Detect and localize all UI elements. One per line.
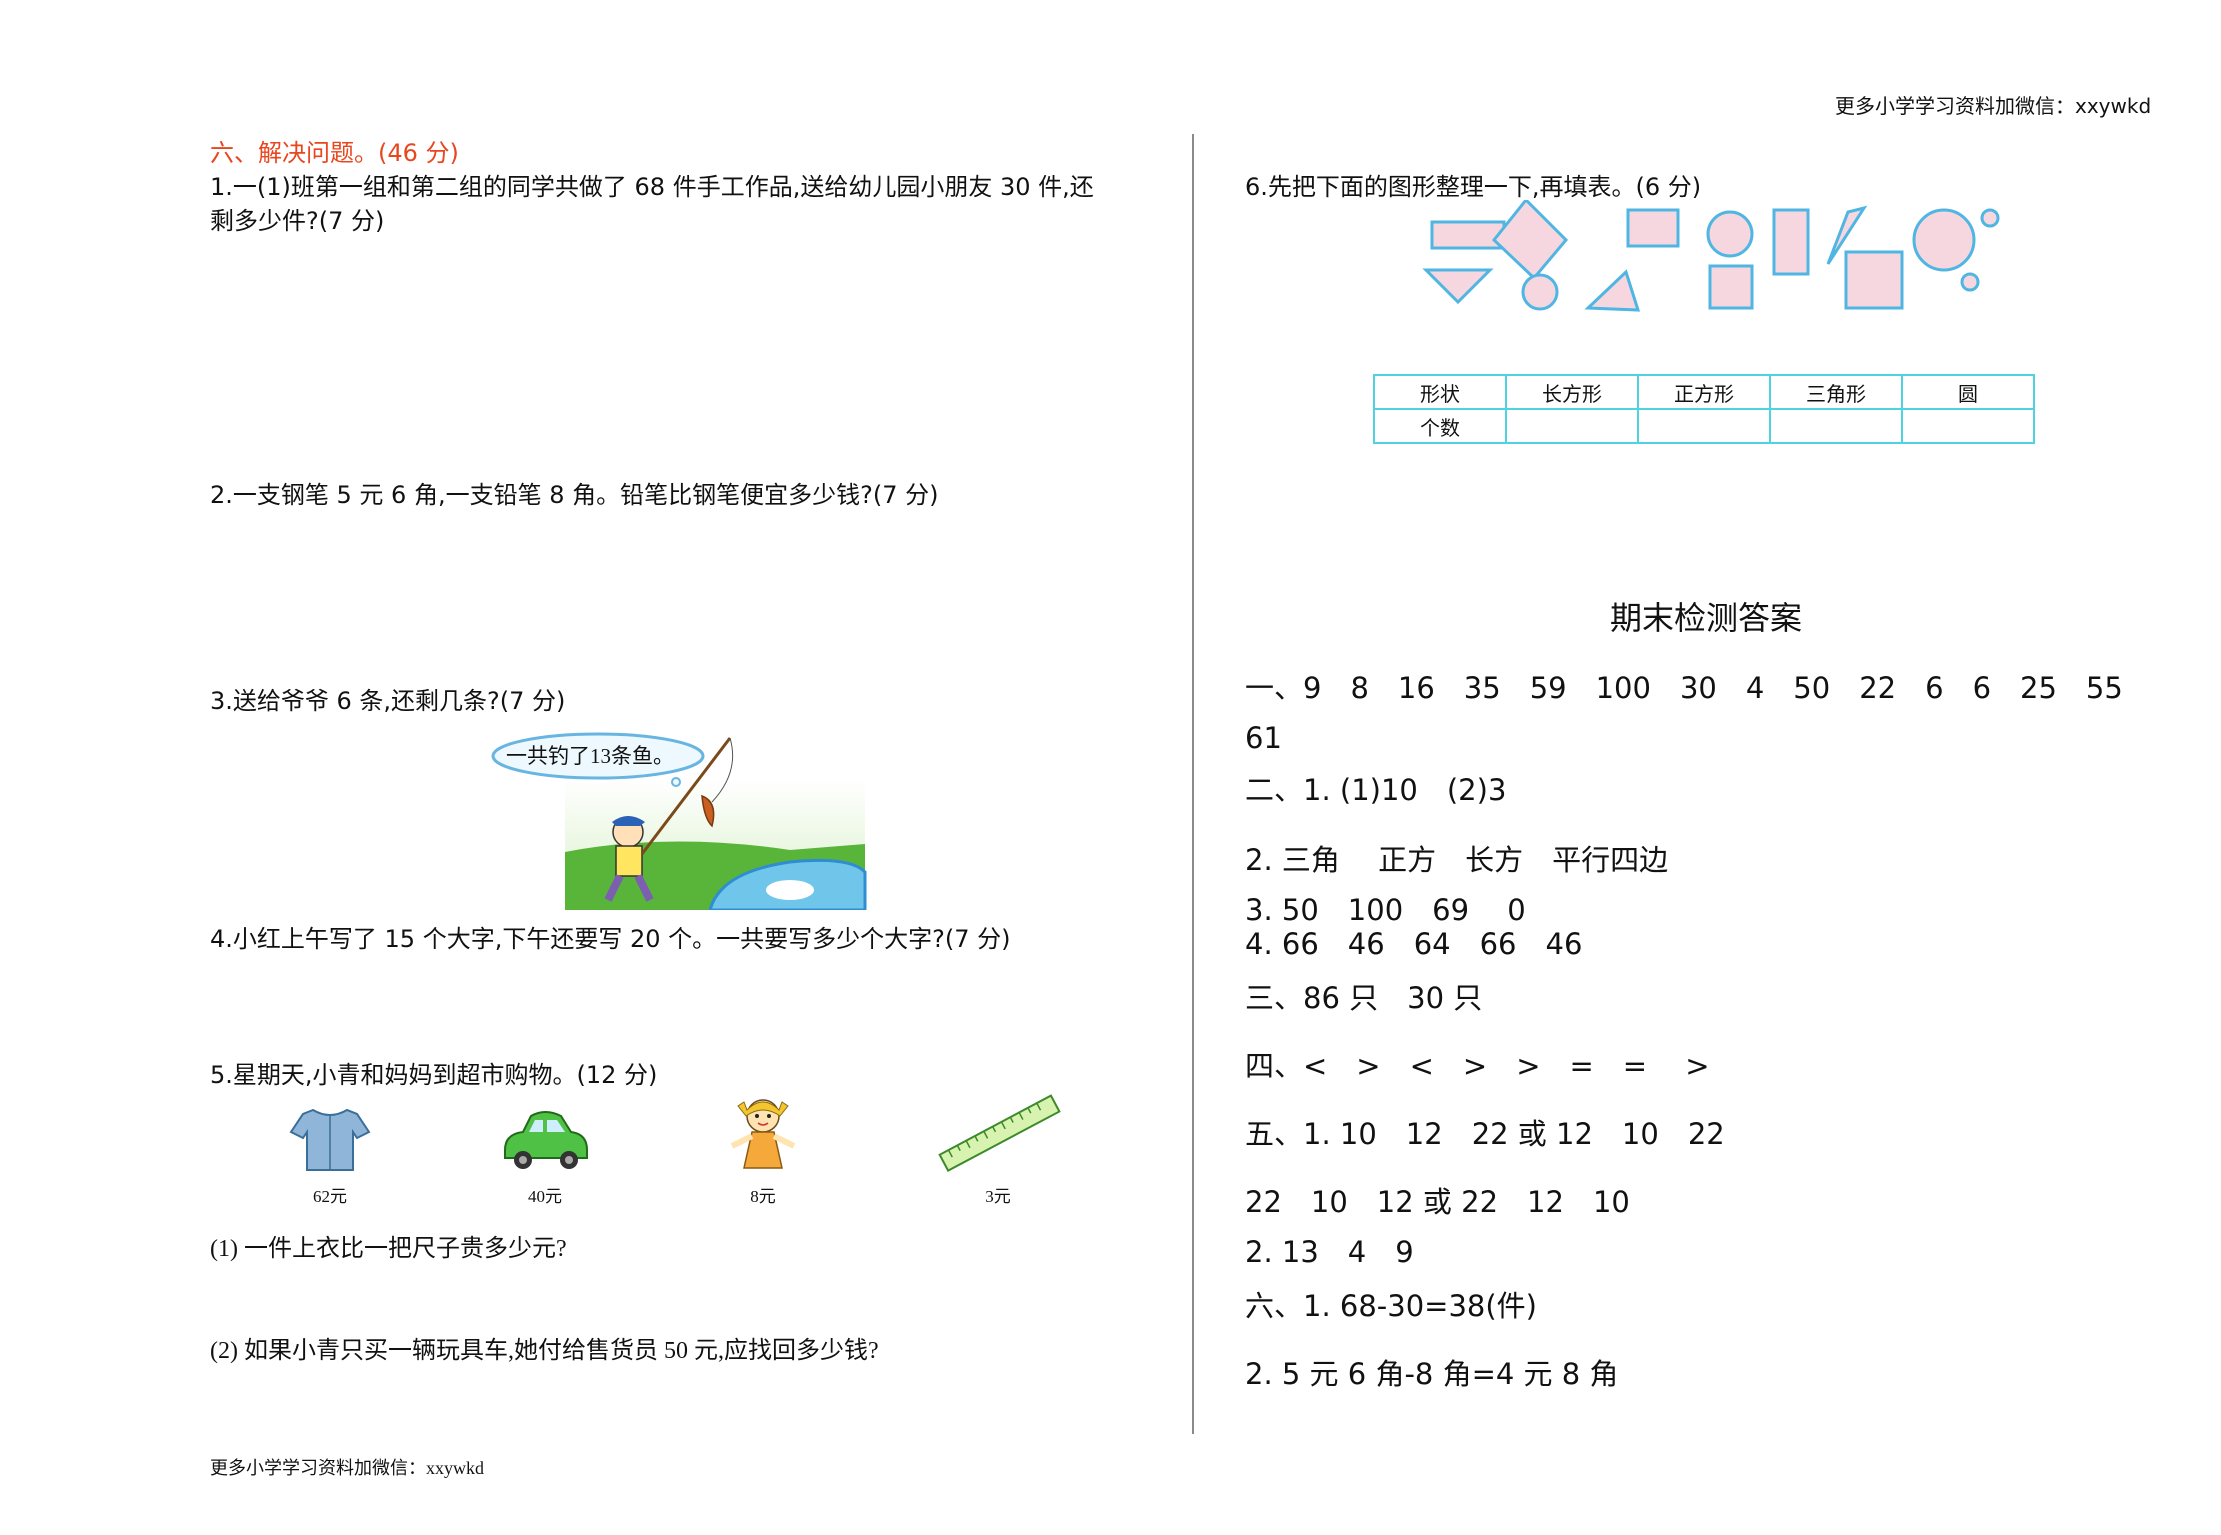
table-cell[interactable] [1901, 408, 2035, 444]
answer-6-1: 六、1. 68-30=38(件) [1245, 1289, 1537, 1323]
shapes-figure [1418, 197, 2008, 320]
table-cell: 长方形 [1505, 374, 1639, 410]
question-5-part1: (1) 一件上衣比一把尺子贵多少元? [210, 1236, 567, 1262]
item-ruler: 3元 [935, 1094, 1065, 1206]
table-cell[interactable] [1637, 408, 1771, 444]
doll-icon [730, 1099, 796, 1169]
rectangle-shape-2 [1491, 197, 1569, 281]
table-row: 个数 [1373, 408, 2035, 444]
speech-bubble-text: 一共钓了13条鱼。 [506, 744, 674, 768]
question-6: 6.先把下面的图形整理一下,再填表。(6 分) [1245, 173, 1702, 201]
answer-3: 三、86 只 30 只 [1245, 981, 1483, 1015]
circle-shape-3 [1912, 208, 1976, 272]
square-shape-1 [1626, 208, 1680, 248]
header-note: 更多小学学习资料加微信：xxywkd [1835, 94, 2152, 118]
table-cell[interactable] [1505, 408, 1639, 444]
question-1-line1: 1.一(1)班第一组和第二组的同学共做了 68 件手工作品,送给幼儿园小朋友 3… [210, 173, 1094, 201]
circle-shape-5 [1960, 272, 1980, 292]
circle-shape-2 [1706, 210, 1754, 258]
table-cell: 圆 [1901, 374, 2035, 410]
question-1-line2: 剩多少件?(7 分) [210, 207, 385, 235]
car-icon [504, 1111, 588, 1169]
doll-price: 8元 [750, 1187, 776, 1206]
shape-count-table: 形状 长方形 正方形 三角形 圆 个数 [1373, 374, 2035, 444]
car-price: 40元 [528, 1187, 562, 1206]
table-cell[interactable] [1769, 408, 1903, 444]
answer-2-1: 二、1. (1)10 (2)3 [1245, 773, 1507, 807]
answer-1-line1: 一、9 8 16 35 59 100 30 4 50 22 6 6 25 55 [1245, 671, 2123, 705]
question-2: 2.一支钢笔 5 元 6 角,一支铅笔 8 角。铅笔比钢笔便宜多少钱?(7 分) [210, 481, 939, 509]
answer-2-4: 4. 66 46 64 66 46 [1245, 927, 1583, 961]
answer-6-2: 2. 5 元 6 角-8 角=4 元 8 角 [1245, 1357, 1619, 1391]
item-doll: 8元 [718, 1094, 808, 1206]
shirt-price: 62元 [313, 1187, 347, 1206]
column-divider [1192, 134, 1194, 1434]
circle-shape-1 [1521, 273, 1559, 311]
answer-4: 四、< > < > > = = > [1245, 1049, 1710, 1083]
answer-2-2: 2. 三角 正方 长方 平行四边 [1245, 843, 1669, 877]
shirt-icon [289, 1108, 371, 1171]
rectangle-shape-1 [1430, 220, 1506, 250]
rectangle-shape-3 [1772, 208, 1810, 276]
triangle-shape-2 [1584, 269, 1641, 312]
question-5: 5.星期天,小青和妈妈到超市购物。(12 分) [210, 1061, 658, 1089]
question-3: 3.送给爷爷 6 条,还剩几条?(7 分) [210, 687, 566, 715]
triangle-shape-1 [1422, 268, 1494, 305]
ruler-icon [938, 1094, 1061, 1172]
circle-shape-4 [1980, 208, 2000, 228]
triangle-shape-3 [1826, 205, 1868, 265]
table-cell: 形状 [1373, 374, 1507, 410]
answer-2-3: 3. 50 100 69 0 [1245, 893, 1526, 927]
answers-title: 期末检测答案 [1610, 599, 1803, 637]
footer-note: 更多小学学习资料加微信：xxywkd [210, 1458, 484, 1478]
table-cell: 正方形 [1637, 374, 1771, 410]
item-car: 40元 [495, 1104, 595, 1206]
question-4: 4.小红上午写了 15 个大字,下午还要写 20 个。一共要写多少个大字?(7 … [210, 925, 1011, 953]
table-cell: 三角形 [1769, 374, 1903, 410]
answer-1-line2: 61 [1245, 721, 1282, 755]
section-title: 六、解决问题。(46 分) [210, 139, 459, 167]
answer-5-1: 五、1. 10 12 22 或 12 10 22 [1245, 1117, 1725, 1151]
question-5-part2: (2) 如果小青只买一辆玩具车,她付给售货员 50 元,应找回多少钱? [210, 1338, 879, 1364]
fishing-illustration: 一共钓了13条鱼。 [490, 732, 870, 912]
table-cell: 个数 [1373, 408, 1507, 444]
ruler-price: 3元 [985, 1187, 1011, 1206]
item-shirt: 62元 [285, 1104, 375, 1206]
answer-5-3: 2. 13 4 9 [1245, 1235, 1414, 1269]
table-row: 形状 长方形 正方形 三角形 圆 [1373, 374, 2035, 410]
answer-5-2: 22 10 12 或 22 12 10 [1245, 1185, 1630, 1219]
square-shape-3 [1844, 250, 1904, 310]
square-shape-2 [1708, 264, 1754, 310]
